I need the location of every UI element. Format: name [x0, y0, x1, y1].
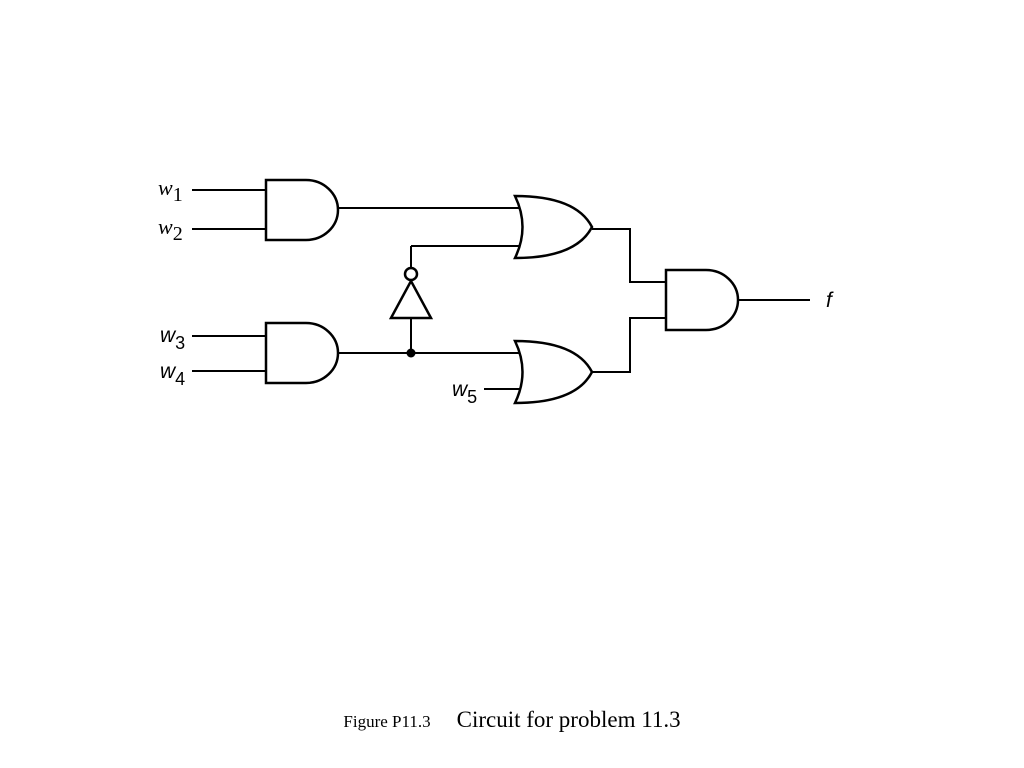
label-w3: w3	[160, 324, 185, 353]
not-gate	[388, 278, 434, 320]
or-gate-2	[513, 339, 594, 405]
label-w4: w4	[160, 360, 185, 389]
junction-dot	[406, 348, 416, 358]
label-w5: w5	[452, 378, 477, 407]
caption-title: Circuit for problem 11.3	[456, 707, 681, 732]
and-gate-3	[664, 268, 740, 332]
figure-caption: Figure P11.3 Circuit for problem 11.3	[0, 707, 1024, 733]
and-gate-2	[264, 321, 340, 385]
not-gate-bubble	[403, 266, 419, 282]
wire-or2-to-and3	[592, 317, 666, 373]
label-w1: w1	[158, 175, 183, 206]
label-w2: w2	[158, 214, 183, 245]
label-output-f: f	[826, 289, 834, 312]
caption-figure-label: Figure P11.3	[343, 712, 431, 731]
and-gate-1	[264, 178, 340, 242]
wire-or1-to-and3	[592, 228, 666, 283]
or-gate-1	[513, 194, 594, 260]
